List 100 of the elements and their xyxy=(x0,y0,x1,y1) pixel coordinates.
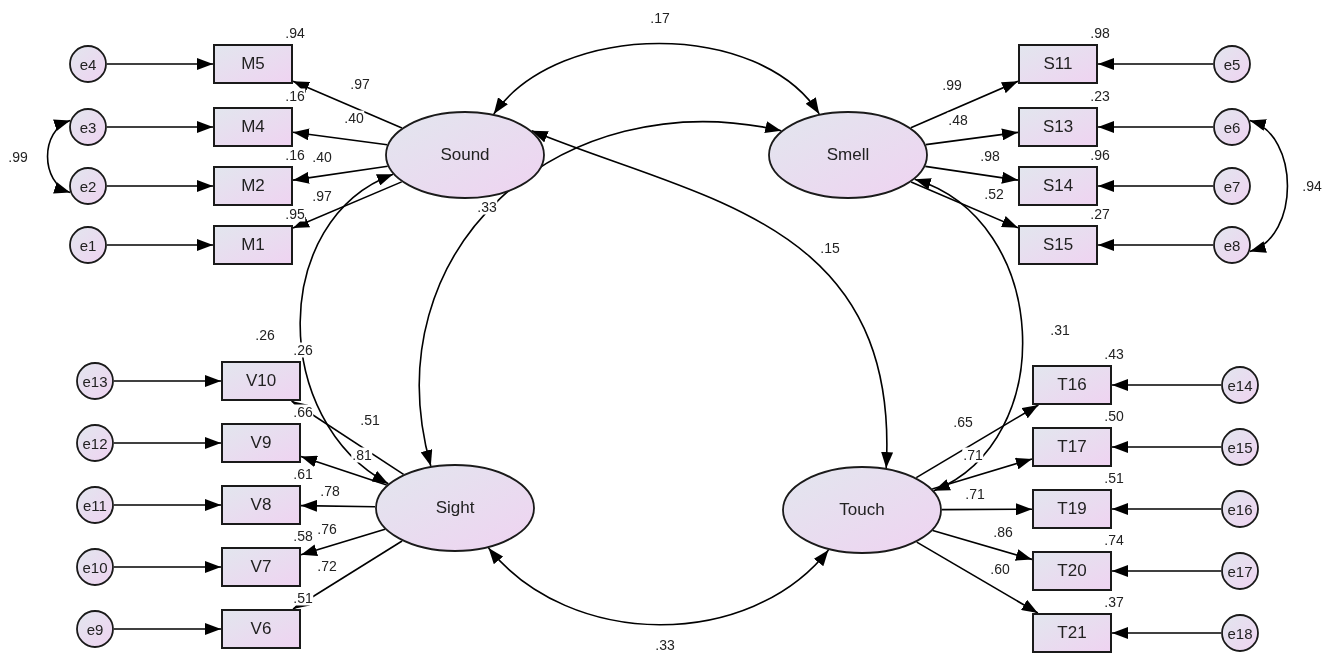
observed-box xyxy=(221,361,301,401)
covariance-arrow xyxy=(1249,119,1289,253)
variable-name: e16 xyxy=(1227,500,1253,518)
squared-correlation: .37 xyxy=(1103,594,1125,610)
variable-name: e15 xyxy=(1227,438,1253,456)
edge-label: .40 xyxy=(311,149,333,165)
squared-correlation: .66 xyxy=(292,404,314,420)
error-circle xyxy=(1213,167,1251,205)
covariance-arrow xyxy=(492,42,821,115)
covariance-arrow xyxy=(299,173,394,485)
path-arrow xyxy=(300,499,376,512)
path-arrow xyxy=(292,165,389,184)
variable-name: S15 xyxy=(1042,235,1074,255)
observed-box xyxy=(221,547,301,587)
squared-correlation: .98 xyxy=(1089,25,1111,41)
edge-label: .86 xyxy=(992,524,1014,540)
edge-label: .33 xyxy=(654,637,676,653)
squared-correlation: .61 xyxy=(292,466,314,482)
observed-box xyxy=(1032,427,1112,467)
variable-name: Smell xyxy=(826,145,870,165)
path-arrow xyxy=(931,457,1033,490)
error-circle xyxy=(76,486,114,524)
path-arrow xyxy=(292,128,388,146)
variable-name: V6 xyxy=(250,619,272,639)
path-arrow xyxy=(113,499,222,511)
observed-box xyxy=(1018,225,1098,265)
path-arrow xyxy=(113,561,222,573)
path-arrow xyxy=(1097,180,1214,192)
path-arrow xyxy=(292,540,403,610)
edge-label: .81 xyxy=(351,447,373,463)
error-circle xyxy=(69,108,107,146)
error-circle xyxy=(76,548,114,586)
edge-label: .99 xyxy=(7,149,29,165)
edge-label: .72 xyxy=(316,558,338,574)
edge-label: .94 xyxy=(1301,178,1323,194)
squared-correlation: .74 xyxy=(1103,532,1125,548)
edge-label: .98 xyxy=(979,148,1001,164)
covariance-arrow xyxy=(46,119,71,194)
error-circle xyxy=(1221,428,1259,466)
latent-ellipse xyxy=(768,111,928,199)
covariance-arrow xyxy=(419,121,783,467)
path-arrow xyxy=(113,623,222,635)
variable-name: T20 xyxy=(1057,561,1087,581)
variable-name: e7 xyxy=(1223,177,1241,195)
variable-name: e14 xyxy=(1227,376,1253,394)
edge-label: .97 xyxy=(311,188,333,204)
covariance-arrow xyxy=(913,178,1024,492)
edge-label: .71 xyxy=(964,486,986,502)
variable-name: T16 xyxy=(1057,375,1087,395)
edge-label: .26 xyxy=(254,327,276,343)
path-arrow xyxy=(1097,239,1214,251)
error-circle xyxy=(76,610,114,648)
variable-name: Sound xyxy=(440,145,490,165)
squared-correlation: .16 xyxy=(284,147,306,163)
error-circle xyxy=(1221,366,1259,404)
squared-correlation: .96 xyxy=(1089,147,1111,163)
edge-label: .15 xyxy=(819,240,841,256)
variable-name: S13 xyxy=(1042,117,1074,137)
path-arrow xyxy=(1111,441,1222,453)
path-arrow xyxy=(1097,58,1214,70)
path-arrow xyxy=(106,239,214,251)
error-circle xyxy=(76,424,114,462)
error-circle xyxy=(1213,45,1251,83)
error-circle xyxy=(69,226,107,264)
variable-name: e6 xyxy=(1223,118,1241,136)
path-arrow xyxy=(292,80,403,129)
variable-name: e11 xyxy=(83,496,107,514)
variable-name: e2 xyxy=(79,177,97,195)
observed-box xyxy=(1018,107,1098,147)
edge-label: .31 xyxy=(1049,322,1071,338)
edge-label: .76 xyxy=(316,521,338,537)
observed-box xyxy=(213,44,293,84)
variable-name: e17 xyxy=(1227,562,1253,580)
path-arrow xyxy=(300,455,388,486)
edge-label: .78 xyxy=(319,483,341,499)
path-arrow xyxy=(1111,565,1222,577)
edge-label: .51 xyxy=(359,412,381,428)
error-circle xyxy=(1213,108,1251,146)
edge-label: .40 xyxy=(343,110,365,126)
variable-name: e3 xyxy=(79,118,97,136)
path-arrow xyxy=(915,541,1039,614)
latent-ellipse xyxy=(782,466,942,554)
path-arrow xyxy=(113,375,222,387)
observed-box xyxy=(221,609,301,649)
observed-box xyxy=(221,485,301,525)
observed-box xyxy=(1018,166,1098,206)
edge-label: .52 xyxy=(983,186,1005,202)
path-arrow xyxy=(924,128,1019,146)
variable-name: M5 xyxy=(241,54,265,74)
observed-box xyxy=(1032,489,1112,529)
edge-label: .60 xyxy=(989,561,1011,577)
path-arrow xyxy=(290,400,405,476)
observed-box xyxy=(1032,365,1112,405)
observed-box xyxy=(213,166,293,206)
edge-label: .33 xyxy=(476,199,498,215)
path-arrow xyxy=(910,181,1019,229)
observed-box xyxy=(1018,44,1098,84)
squared-correlation: .51 xyxy=(292,590,314,606)
variable-name: S11 xyxy=(1043,54,1073,74)
error-circle xyxy=(1221,490,1259,528)
